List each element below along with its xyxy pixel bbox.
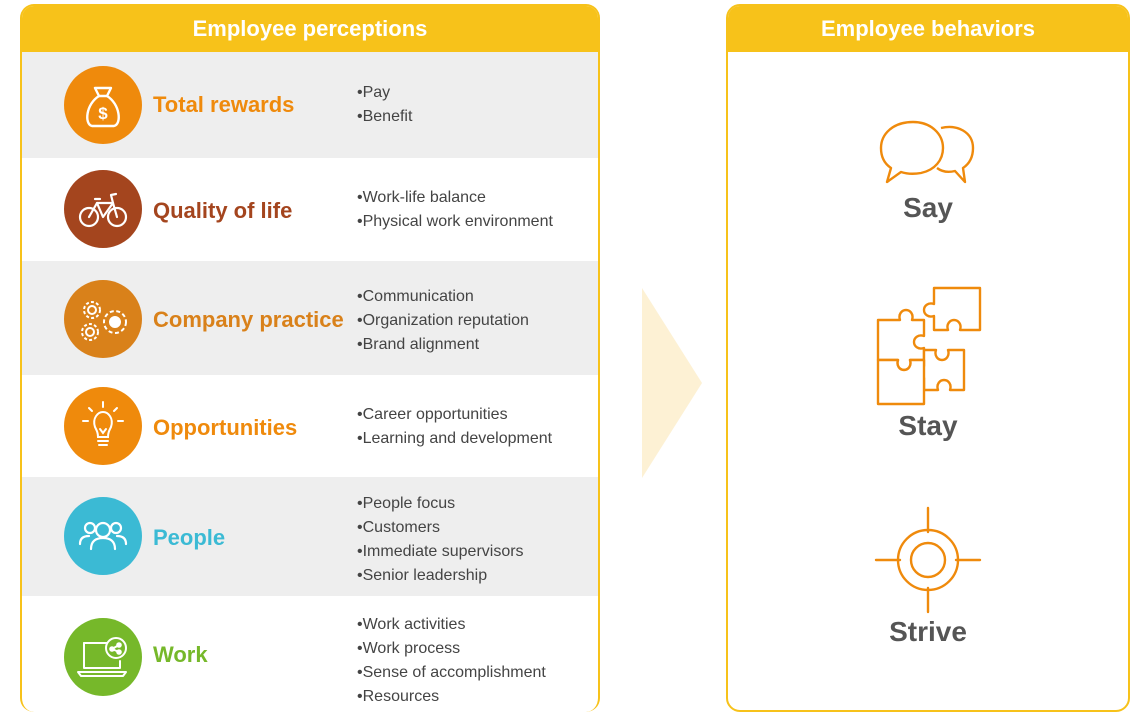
- bullet-item: Learning and development: [357, 427, 552, 451]
- flow-arrow: [642, 288, 702, 478]
- row-people: People People focus Customers Immediate …: [22, 477, 598, 596]
- employee-perceptions-panel: Employee perceptions $ Total rewards Pay…: [20, 4, 600, 712]
- bullet-item: Pay: [357, 81, 412, 105]
- svg-text:$: $: [98, 104, 108, 123]
- people-icon: [64, 497, 142, 575]
- bullet-list: Communication Organization reputation Br…: [357, 285, 529, 357]
- row-total-rewards: $ Total rewards Pay Benefit: [22, 52, 598, 158]
- behavior-label: Stay: [898, 410, 958, 441]
- bullet-item: Work-life balance: [357, 186, 553, 210]
- speech-bubbles-icon: [879, 120, 975, 184]
- behavior-strive: Strive: [728, 506, 1128, 648]
- bullet-item: Senior leadership: [357, 564, 524, 588]
- bullet-list: Pay Benefit: [357, 81, 413, 129]
- lightbulb-icon: [64, 387, 142, 465]
- behavior-say: Say: [728, 118, 1128, 224]
- row-title: Company practice: [153, 307, 344, 332]
- bullet-list: Work-life balance Physical work environm…: [357, 186, 553, 234]
- perceptions-header: Employee perceptions: [22, 6, 598, 52]
- bullet-item: Customers: [357, 516, 524, 540]
- laptop-share-icon: [64, 618, 142, 696]
- behavior-label: Say: [903, 192, 953, 223]
- row-title: People: [153, 525, 226, 550]
- bullet-list: Career opportunities Learning and develo…: [357, 403, 552, 451]
- bullet-item: Career opportunities: [357, 403, 552, 427]
- bullet-item: Work process: [357, 637, 546, 661]
- bullet-item: People focus: [357, 492, 524, 516]
- behavior-stay: Stay: [728, 286, 1128, 442]
- row-quality-of-life: Quality of life Work-life balance Physic…: [22, 158, 598, 261]
- puzzle-icon: [876, 286, 982, 406]
- employee-behaviors-panel: Employee behaviors Say Stay: [726, 4, 1130, 712]
- bullet-list: Work activities Work process Sense of ac…: [357, 613, 546, 709]
- behaviors-header: Employee behaviors: [728, 6, 1128, 52]
- bullet-item: Resources: [357, 685, 546, 709]
- bullet-item: Organization reputation: [357, 309, 529, 333]
- row-opportunities: Opportunities Career opportunities Learn…: [22, 375, 598, 477]
- row-title: Total rewards: [153, 92, 295, 117]
- bullet-item: Communication: [357, 285, 529, 309]
- bullet-item: Work activities: [357, 613, 546, 637]
- row-work: Work Work activities Work process Sense …: [22, 596, 598, 712]
- bullet-item: Brand alignment: [357, 333, 529, 357]
- bicycle-icon: [64, 170, 142, 248]
- bullet-item: Immediate supervisors: [357, 540, 524, 564]
- row-company-practice: Company practice Communication Organizat…: [22, 261, 598, 375]
- money-bag-icon: $: [64, 66, 142, 144]
- gears-icon: [64, 280, 142, 358]
- behavior-label: Strive: [889, 616, 967, 647]
- row-title: Quality of life: [153, 198, 293, 223]
- bullet-item: Sense of accomplishment: [357, 661, 546, 685]
- bullet-item: Physical work environment: [357, 210, 553, 234]
- row-title: Opportunities: [153, 415, 298, 440]
- row-title: Work: [153, 642, 208, 667]
- target-icon: [874, 506, 982, 614]
- bullet-item: Benefit: [357, 105, 413, 129]
- bullet-list: People focus Customers Immediate supervi…: [357, 492, 524, 588]
